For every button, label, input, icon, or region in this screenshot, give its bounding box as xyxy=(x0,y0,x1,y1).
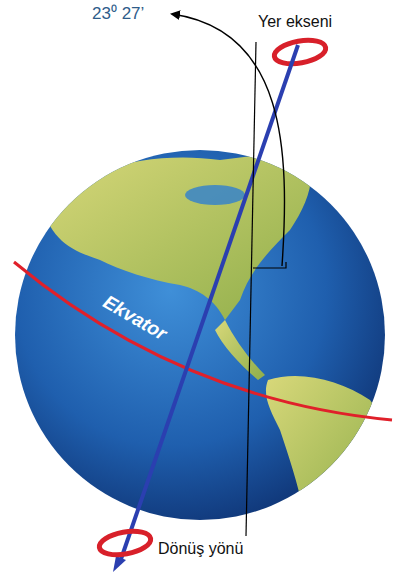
lake xyxy=(185,185,245,205)
rotation-arrow-top xyxy=(272,37,327,68)
rotation-arrow-bottom xyxy=(97,528,152,559)
south-america xyxy=(266,376,379,520)
angle-marker xyxy=(253,262,286,268)
axis-tip xyxy=(113,556,126,572)
rotation-label: Dönüş yönü xyxy=(158,540,243,558)
north-america xyxy=(40,150,311,320)
axis-label: Yer ekseni xyxy=(258,13,332,31)
angle-arrow xyxy=(172,14,285,266)
vertical-reference-line xyxy=(246,42,256,536)
equator-line xyxy=(14,262,392,420)
earth-axis xyxy=(120,45,298,562)
angle-label: 23⁰ 27’ xyxy=(92,4,144,24)
central-america xyxy=(215,320,265,380)
